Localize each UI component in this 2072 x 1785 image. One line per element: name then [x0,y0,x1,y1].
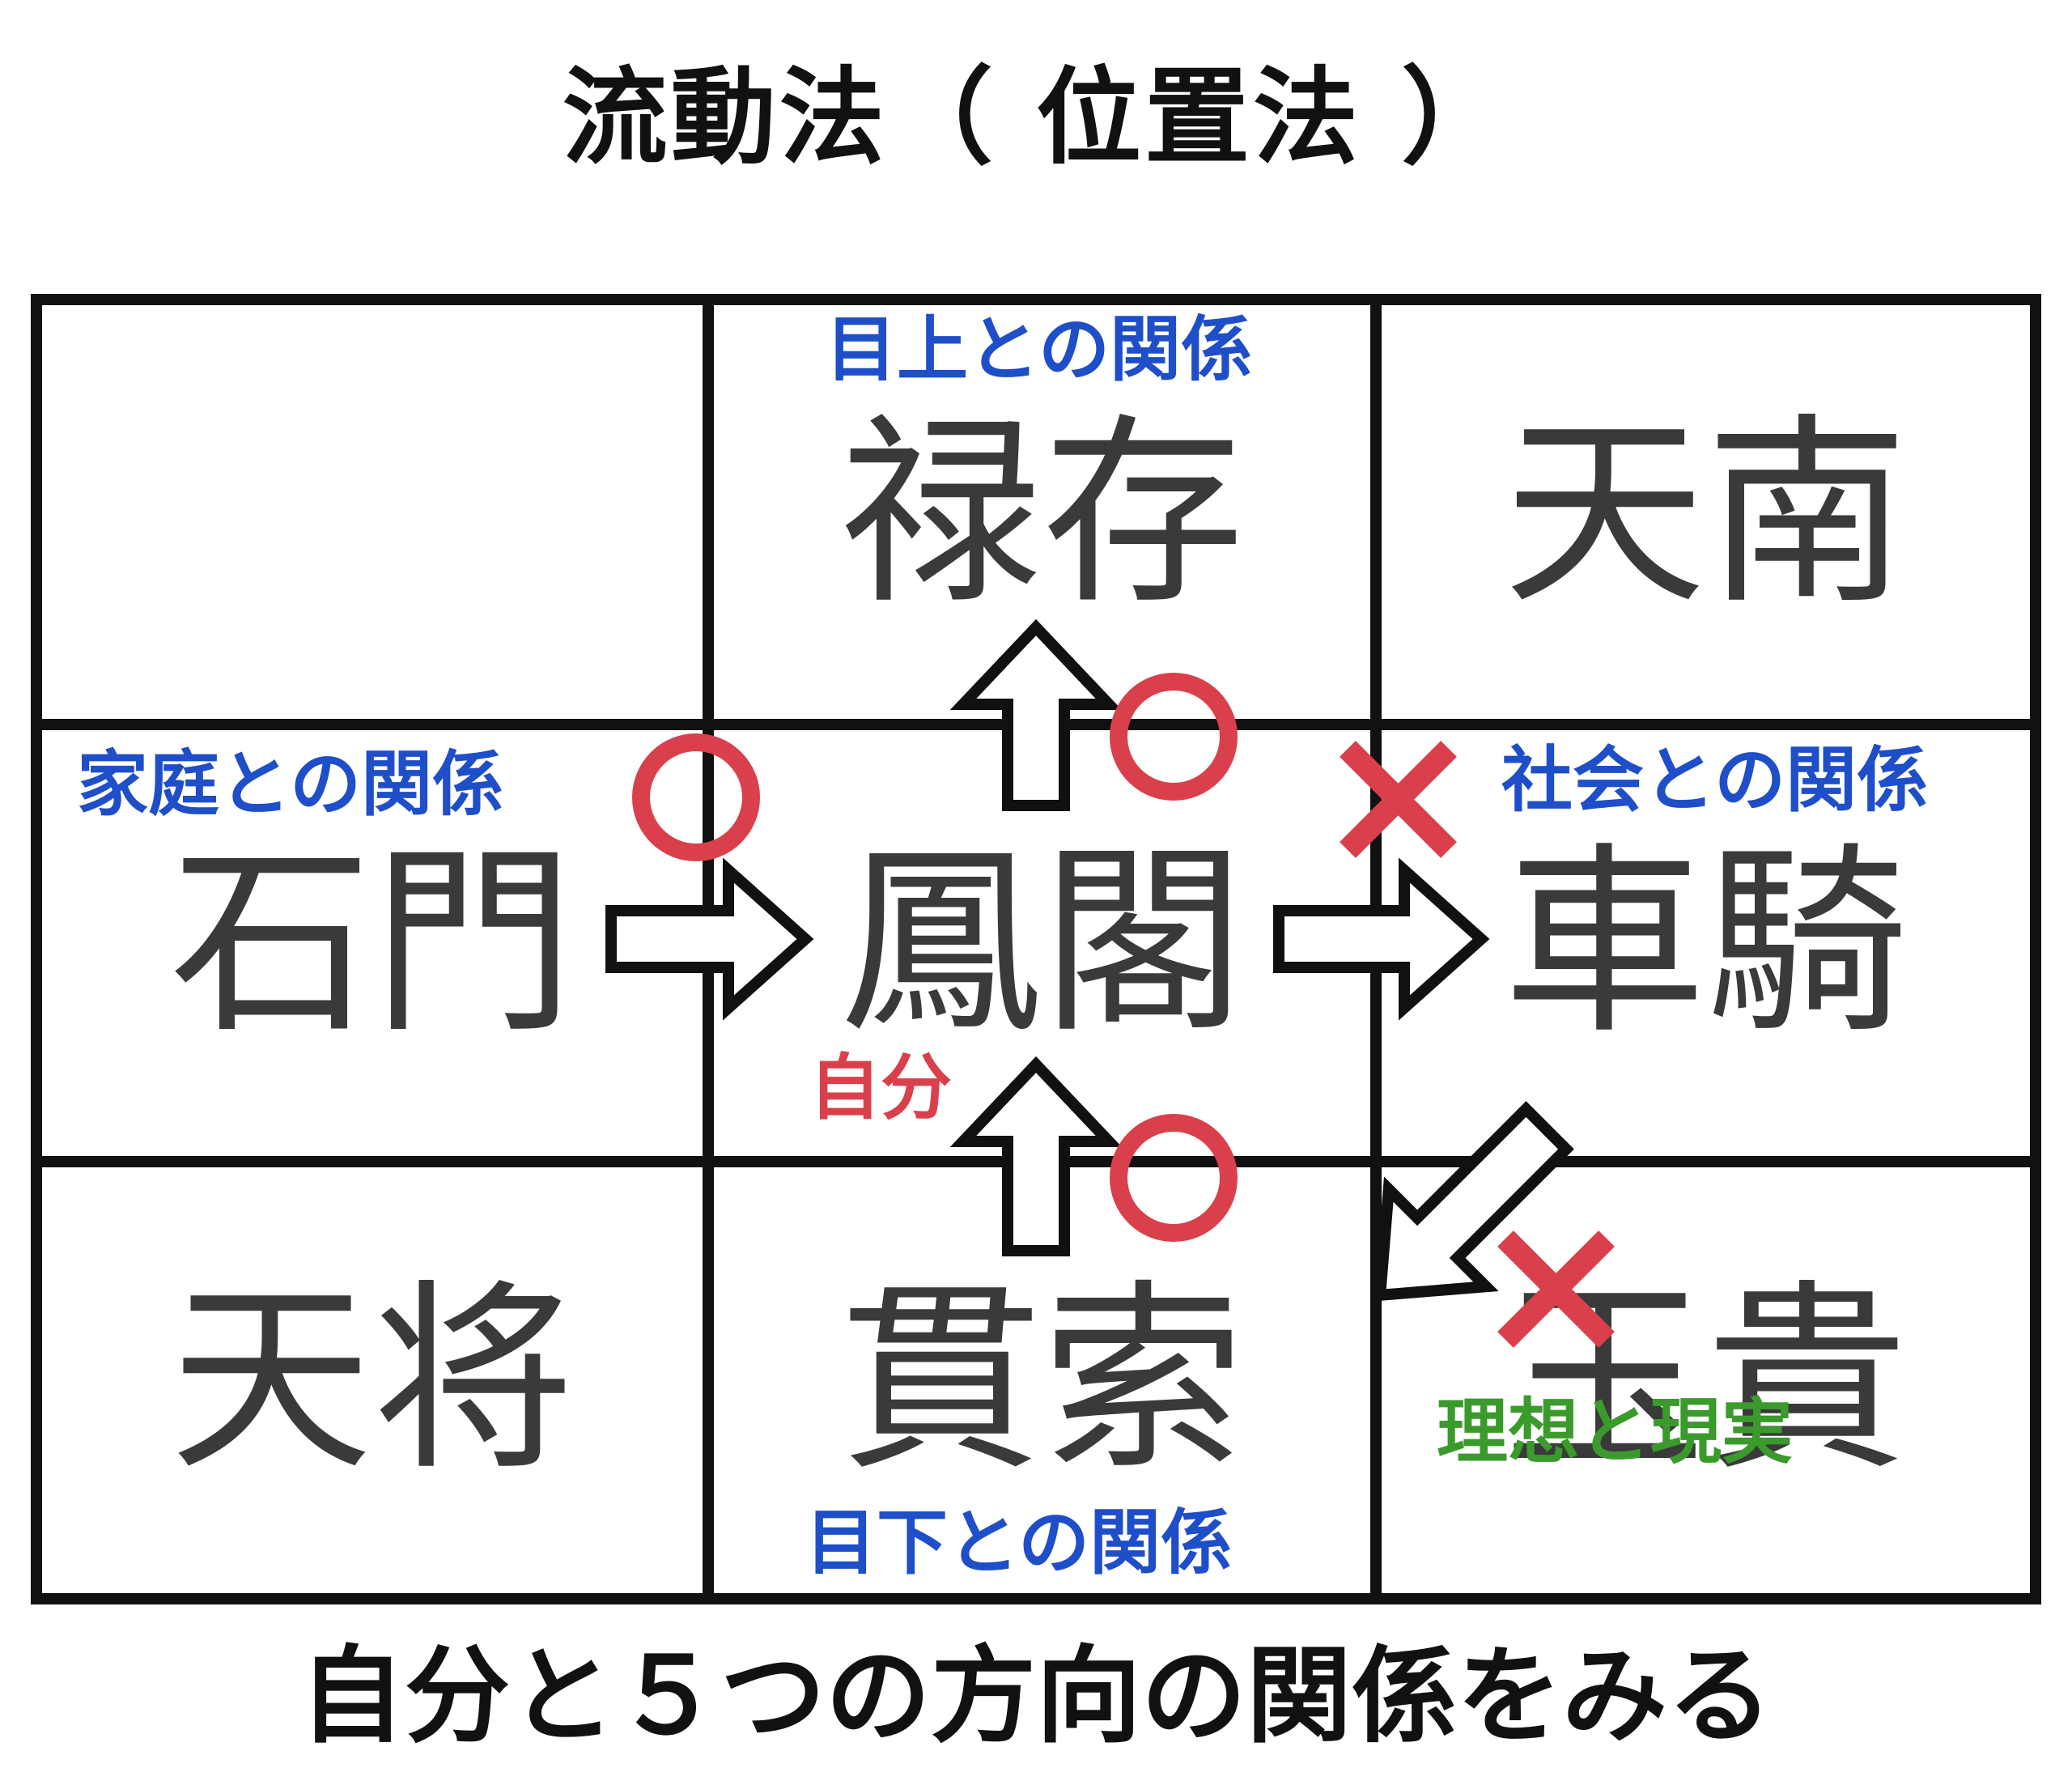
label-family-relation: 家庭との関係 [77,742,504,826]
caption: 自分と５つの方向の関係をみる [299,1634,1773,1757]
label-ideal-reality: 理想と現実 [1437,1390,1794,1473]
cross-mark-society-icon [1340,741,1457,858]
grid-border [31,294,2041,1604]
page-title: 流動法（ 位置法 ） [562,56,1510,179]
arrow-right-from-center-icon [1273,857,1490,1021]
cell-top-center: 禄存 [839,396,1245,631]
cross-mark-ideal-icon [1497,1230,1615,1348]
arrow-diagonal-icon [1374,1101,1574,1302]
cell-center: 鳳閣 [839,825,1245,1060]
label-upper-relation: 目上との関係 [826,308,1253,391]
cell-mid-right: 車騎 [1503,825,1909,1060]
cell-mid-left: 石門 [170,825,575,1060]
arrow-right-into-center-icon [605,857,814,1021]
cell-bottom-center: 貫索 [839,1262,1245,1498]
label-self: 自分 [809,1046,953,1129]
arrow-up-from-bottom-icon [949,1056,1123,1256]
cell-bottom-left: 天将 [170,1262,575,1498]
label-society-relation: 社会との関係 [1501,738,1929,822]
arrow-up-icon [949,618,1123,811]
label-lower-relation: 目下との関係 [805,1501,1233,1584]
circle-mark-family-icon [632,733,760,861]
cell-top-right: 天南 [1503,396,1909,631]
circle-mark-upper-icon [1110,673,1238,801]
circle-mark-lower-icon [1110,1114,1238,1242]
